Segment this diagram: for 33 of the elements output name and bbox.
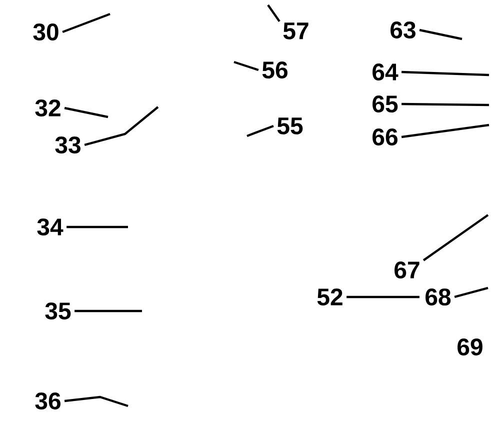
- callout-number: 66: [372, 128, 398, 146]
- callout-number: 35: [45, 302, 71, 320]
- leader-line: [454, 286, 488, 298]
- leader-line: [402, 102, 490, 106]
- leader-line: [64, 106, 108, 118]
- callout-number: 63: [390, 22, 416, 38]
- callout-number: 64: [372, 64, 398, 80]
- leader-line: [234, 60, 259, 72]
- leader-line: [419, 28, 462, 40]
- leader-line: [401, 124, 490, 138]
- callout-number: 36: [35, 392, 60, 410]
- callout-number: 34: [37, 218, 64, 236]
- callout-number: 55: [277, 118, 303, 134]
- callout-number: 33: [55, 136, 80, 154]
- leader-line: [246, 124, 274, 138]
- leader-line: [84, 106, 159, 146]
- leader-line: [64, 396, 128, 408]
- callout-number: 57: [283, 22, 308, 40]
- callout-number: 56: [262, 62, 288, 78]
- leader-line: [422, 214, 489, 262]
- callout-number: 68: [426, 288, 451, 306]
- callout-number: 30: [33, 24, 58, 40]
- leader-line: [74, 310, 142, 312]
- leader-line: [267, 4, 280, 22]
- leader-line: [402, 70, 490, 76]
- callout-number: 65: [372, 96, 398, 112]
- callout-number: 67: [394, 262, 420, 278]
- callout-number: 52: [317, 288, 342, 306]
- leader-line: [346, 296, 420, 298]
- callout-number: 32: [35, 100, 60, 116]
- leader-line: [66, 226, 128, 228]
- callout-number: 69: [458, 338, 482, 356]
- leader-line: [62, 12, 110, 34]
